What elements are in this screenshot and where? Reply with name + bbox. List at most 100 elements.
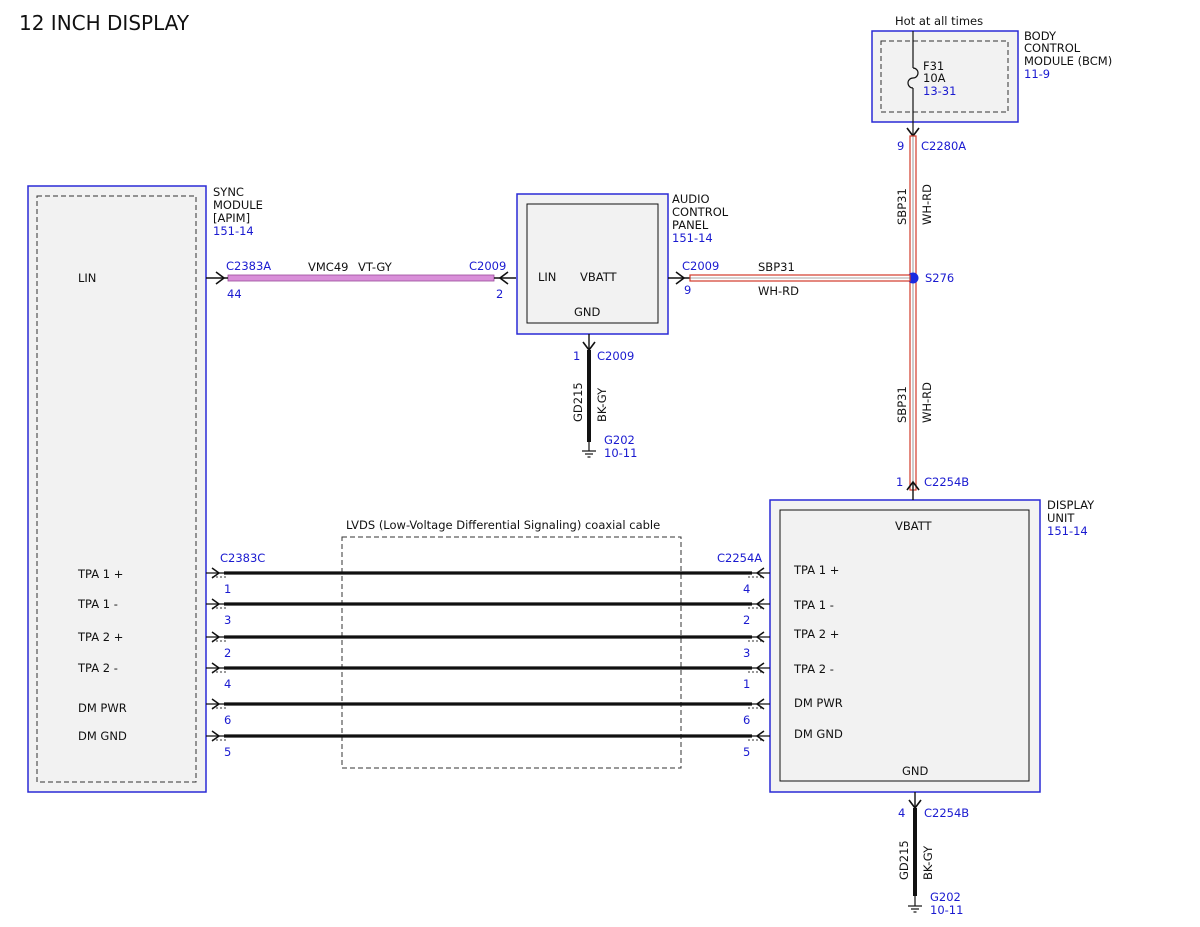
display-ground-icon — [908, 905, 922, 913]
sync-lin-arrow-icon — [215, 271, 226, 285]
display-gnd-wire — [913, 808, 917, 896]
sync-pin-arrow-icon — [211, 631, 221, 643]
acp-vbatt-color: WH-RD — [758, 284, 799, 298]
vmc49-wire — [227, 274, 495, 282]
display-pin-number: 4 — [743, 582, 750, 596]
acp-vbatt-connector: C2009 — [682, 259, 719, 273]
display-pin-label: TPA 2 + — [793, 627, 839, 641]
sync-pin-number: 5 — [224, 745, 231, 759]
sync-name-line-2: MODULE — [213, 198, 263, 212]
bcm-name-line-2: CONTROL — [1024, 41, 1081, 55]
fuse-icon — [907, 67, 919, 89]
acp-vbatt-arrow-icon — [675, 271, 686, 285]
display-unit: DISPLAY UNIT 151-14 VBATT GND 1 C2254B C… — [717, 475, 1095, 793]
display-tpa-connector: C2254A — [717, 551, 762, 565]
display-gnd-connector: C2254B — [924, 806, 969, 820]
display-outline — [769, 499, 1041, 793]
splice-name: S276 — [925, 271, 954, 285]
acp-ground: 1 C2009 GD215 BK-GY G202 10-11 — [571, 334, 637, 460]
display-ground-name: G202 — [930, 890, 961, 904]
bcm-module: Hot at all times BODY CONTROL MODULE (BC… — [871, 14, 1112, 153]
vertical-power-wire: SBP31 WH-RD SBP31 WH-RD — [895, 135, 934, 491]
bcm-fuse-name: F31 — [923, 59, 944, 73]
display-gnd-pin: 4 — [898, 806, 905, 820]
acp-vbatt-label: VBATT — [580, 270, 618, 284]
acp-lin-connector: C2009 — [469, 259, 506, 273]
acp-outline — [516, 193, 669, 335]
bcm-ref: 11-9 — [1024, 67, 1050, 81]
display-pin-number: 6 — [743, 713, 750, 727]
display-gnd-circuit: GD215 — [897, 840, 911, 880]
sync-tpa-connector: C2383C — [220, 551, 265, 565]
display-pin-label: TPA 2 - — [793, 662, 834, 676]
sync-lin-pin: 44 — [227, 287, 242, 301]
bcm-inner-dashed — [880, 40, 1009, 113]
display-pin-arrow-icon — [755, 698, 765, 710]
acp-gnd-connector: C2009 — [597, 349, 634, 363]
display-pin-number: 1 — [743, 677, 750, 691]
display-pin-arrow-icon — [755, 631, 765, 643]
bcm-pin: 9 — [897, 139, 904, 153]
display-pin-arrow-icon — [755, 598, 765, 610]
acp-name-line-1: AUDIO — [672, 192, 710, 206]
sync-pin-number: 6 — [224, 713, 231, 727]
display-pin-arrow-icon — [755, 567, 765, 579]
acp-lin-arrow-icon — [498, 271, 509, 285]
display-ground: 4 C2254B GD215 BK-GY G202 10-11 — [897, 792, 969, 917]
sync-ref: 151-14 — [213, 224, 254, 238]
acp-ground-ref: 10-11 — [604, 446, 637, 460]
display-vbatt-connector: C2254B — [924, 475, 969, 489]
vertical-wire-color-upper: WH-RD — [920, 184, 934, 225]
acp-gnd-pin: 1 — [573, 349, 580, 363]
display-gnd-color: BK-GY — [921, 845, 935, 880]
display-vbatt-label: VBATT — [895, 519, 933, 533]
acp-ref: 151-14 — [672, 231, 713, 245]
bcm-fuse-rating: 10A — [923, 71, 946, 85]
sync-pin-number: 4 — [224, 677, 231, 691]
display-name-line-1: DISPLAY — [1047, 498, 1095, 512]
acp-vbatt-circuit: SBP31 — [758, 260, 795, 274]
sync-pin-arrow-icon — [211, 698, 221, 710]
sync-pin-label: TPA 2 - — [77, 661, 118, 675]
sync-pin-arrow-icon — [211, 662, 221, 674]
display-pin-arrow-icon — [755, 662, 765, 674]
display-pin-number: 2 — [743, 613, 750, 627]
sync-module: SYNC MODULE [APIM] 151-14 LIN C2383A 44 … — [27, 185, 271, 793]
acp-inner — [526, 203, 659, 324]
bcm-fuse-ref: 13-31 — [923, 84, 956, 98]
sync-pin-label: DM GND — [78, 729, 127, 743]
sync-pin-number: 3 — [224, 613, 231, 627]
display-vbatt-pin: 1 — [896, 475, 903, 489]
display-pin-label: TPA 1 - — [793, 598, 834, 612]
sync-name-line-1: SYNC — [213, 185, 244, 199]
vertical-wire-circuit-lower: SBP31 — [895, 386, 909, 423]
bcm-outline — [871, 30, 1019, 123]
acp-gnd-color: BK-GY — [595, 387, 609, 422]
lvds-cable-box — [341, 536, 682, 769]
sync-pin-label: TPA 2 + — [77, 630, 123, 644]
bcm-name-line-3: MODULE (BCM) — [1024, 54, 1112, 68]
sync-pin-arrow-icon — [211, 567, 221, 579]
sync-pin-label: TPA 1 - — [77, 597, 118, 611]
display-inner — [779, 509, 1030, 782]
sync-inner-dashed — [36, 195, 197, 783]
acp-gnd-wire — [587, 350, 591, 442]
sync-pin-number: 2 — [224, 646, 231, 660]
display-name-line-2: UNIT — [1047, 511, 1075, 525]
acp-gnd-label: GND — [574, 305, 601, 319]
display-ref: 151-14 — [1047, 524, 1088, 538]
lin-wire: VMC49 VT-GY — [206, 260, 516, 285]
bcm-connector: C2280A — [921, 139, 966, 153]
sync-lin-connector: C2383A — [226, 259, 271, 273]
bcm-name-line-1: BODY — [1024, 29, 1057, 43]
acp-name-line-3: PANEL — [672, 218, 709, 232]
acp-ground-name: G202 — [604, 433, 635, 447]
acp-vbatt-wire: SBP31 WH-RD — [668, 260, 911, 298]
acp-name-line-2: CONTROL — [672, 205, 729, 219]
display-pin-number: 5 — [743, 745, 750, 759]
sync-pin-arrow-icon — [211, 730, 221, 742]
display-pin-label: TPA 1 + — [793, 563, 839, 577]
display-pin-number: 3 — [743, 646, 750, 660]
